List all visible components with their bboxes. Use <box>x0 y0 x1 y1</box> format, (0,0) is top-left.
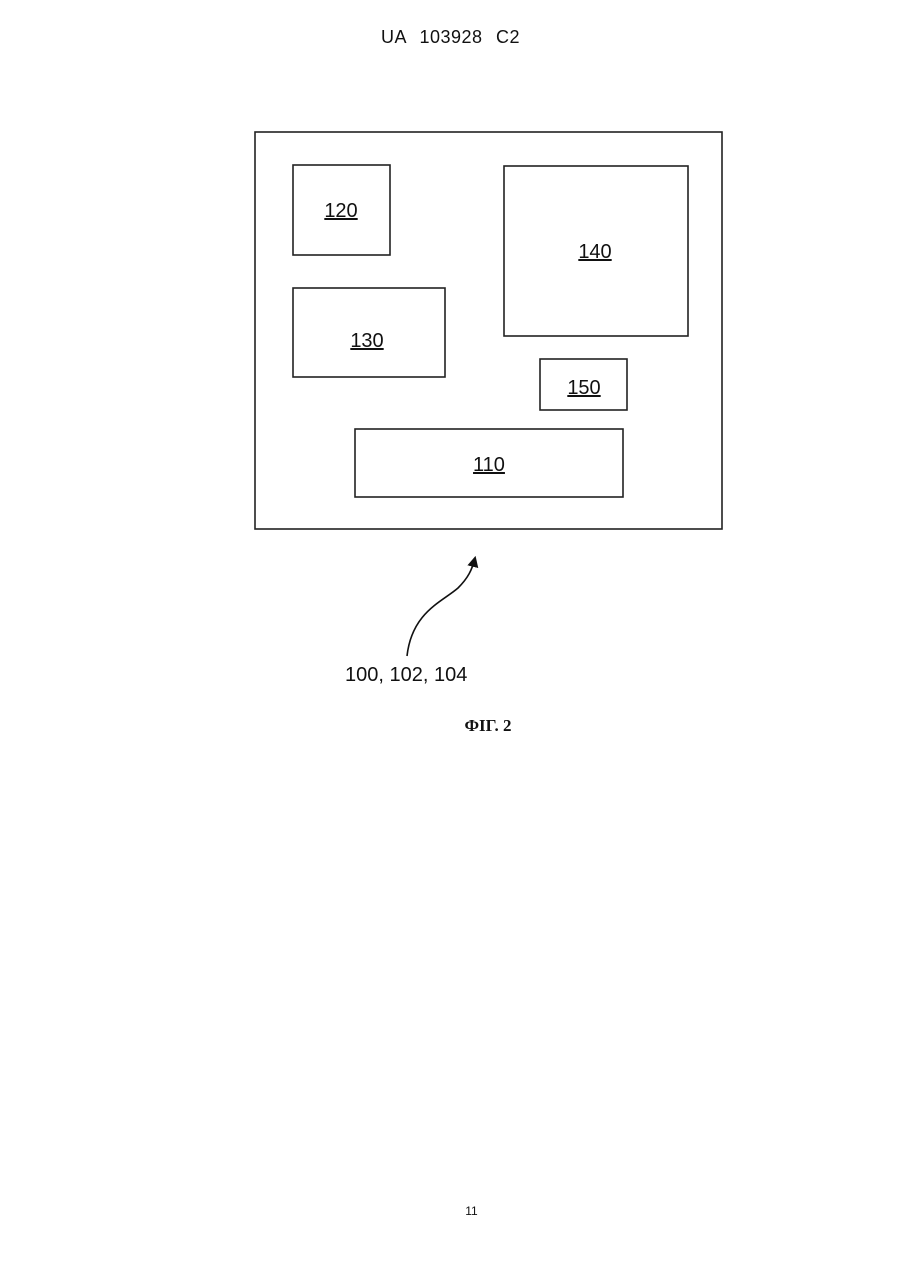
block-140: 140 <box>504 166 688 336</box>
reference-label: 100, 102, 104 <box>345 664 467 686</box>
block-150-label: 150 <box>567 377 600 399</box>
block-150: 150 <box>540 359 627 410</box>
block-110: 110 <box>355 429 623 497</box>
block-130-label: 130 <box>350 330 383 352</box>
block-120: 120 <box>293 165 390 255</box>
page-number: 11 <box>0 1204 901 1218</box>
block-130: 130 <box>293 288 445 377</box>
block-140-label: 140 <box>578 241 611 263</box>
figure-caption: ФІГ. 2 <box>0 716 901 736</box>
block-110-label: 110 <box>473 454 505 476</box>
reference-arrow <box>407 558 475 656</box>
block-120-label: 120 <box>324 200 357 222</box>
